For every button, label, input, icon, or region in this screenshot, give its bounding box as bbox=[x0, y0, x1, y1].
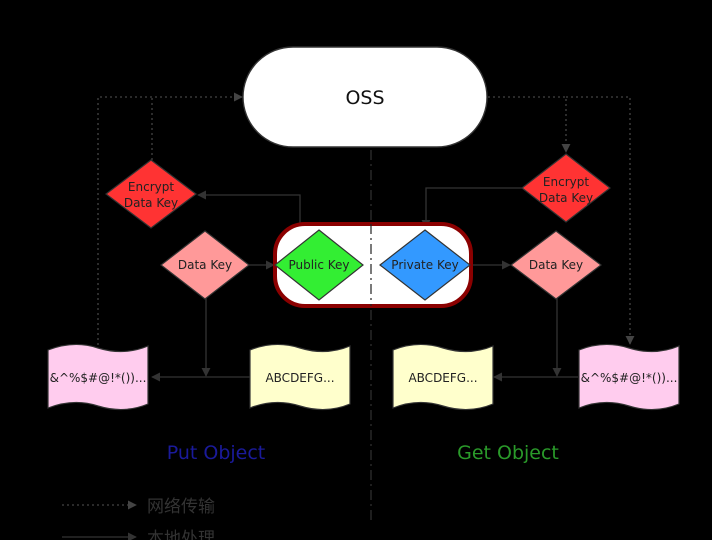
data-key-left-label: Data Key bbox=[178, 258, 232, 272]
encrypt-data-key-right-line2: Data Key bbox=[539, 191, 593, 205]
encrypt-data-key-left-line1: Encrypt bbox=[128, 180, 174, 194]
public-key-label: Public Key bbox=[288, 258, 349, 272]
legend-local-label: 本地处理 bbox=[147, 529, 215, 540]
public-key-node: Public Key bbox=[274, 229, 364, 301]
encrypt-data-key-left-line2: Data Key bbox=[124, 196, 178, 210]
legend: 网络传输 本地处理 bbox=[62, 497, 215, 540]
private-key-node: Private Key bbox=[379, 229, 471, 301]
connector-public-key-to-encrypt-key bbox=[197, 190, 301, 230]
ciphertext-document-right: &^%$#@!*())... bbox=[578, 343, 680, 411]
encrypt-data-key-left: Encrypt Data Key bbox=[105, 159, 197, 229]
put-object-title: Put Object bbox=[167, 442, 266, 464]
get-object-title: Get Object bbox=[457, 442, 559, 464]
ciphertext-document-left: &^%$#@!*())... bbox=[47, 343, 149, 411]
legend-network-label: 网络传输 bbox=[147, 497, 215, 517]
connector-oss-to-ciphertext bbox=[566, 96, 635, 345]
data-key-right: Data Key bbox=[510, 230, 602, 300]
encrypt-data-key-right-line1: Encrypt bbox=[543, 175, 589, 189]
plaintext-left-label: ABCDEFG... bbox=[265, 371, 334, 385]
data-key-left: Data Key bbox=[160, 230, 250, 300]
data-key-right-label: Data Key bbox=[529, 258, 583, 272]
plaintext-document-left: ABCDEFG... bbox=[249, 343, 351, 411]
oss-node: OSS bbox=[242, 46, 488, 148]
key-pair-container: Public Key Private Key bbox=[273, 222, 473, 308]
plaintext-right-label: ABCDEFG... bbox=[408, 371, 477, 385]
private-key-label: Private Key bbox=[391, 258, 458, 272]
connector-oss-to-encrypt-key bbox=[488, 96, 571, 153]
plaintext-document-right: ABCDEFG... bbox=[392, 343, 494, 411]
oss-label: OSS bbox=[345, 87, 384, 109]
ciphertext-left-label: &^%$#@!*())... bbox=[50, 371, 147, 385]
connector-ciphertext-to-oss bbox=[97, 92, 243, 350]
ciphertext-right-label: &^%$#@!*())... bbox=[581, 371, 678, 385]
encrypt-data-key-right: Encrypt Data Key bbox=[521, 153, 611, 223]
connector-encrypt-key-to-private-key bbox=[421, 187, 522, 229]
